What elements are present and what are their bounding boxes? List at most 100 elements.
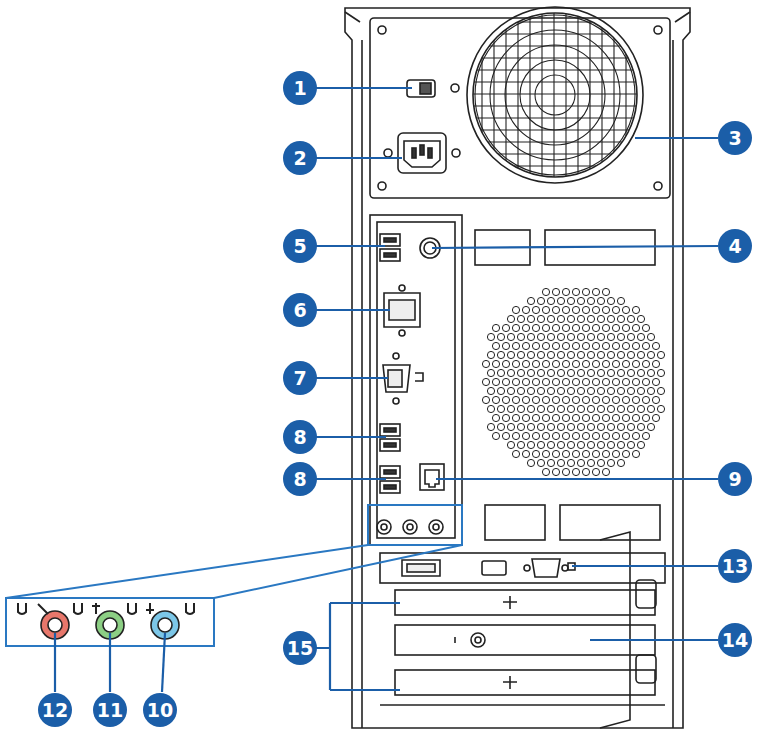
usb-tongue — [384, 470, 396, 474]
vent-hole — [582, 288, 589, 295]
vent-hole — [517, 387, 524, 394]
screw — [399, 285, 405, 291]
vent-hole — [562, 342, 569, 349]
vent-hole — [602, 450, 609, 457]
vent-hole — [612, 378, 619, 385]
vent-hole — [617, 297, 624, 304]
vent-hole — [492, 324, 499, 331]
vent-hole — [622, 378, 629, 385]
vent-hole — [552, 342, 559, 349]
vent-hole — [592, 450, 599, 457]
vent-hole — [657, 405, 664, 412]
vent-hole — [567, 423, 574, 430]
vent-hole — [522, 306, 529, 313]
vent-hole — [602, 414, 609, 421]
hdmi-port — [482, 561, 506, 575]
vent-hole — [572, 324, 579, 331]
vent-hole — [582, 468, 589, 475]
vent-hole — [557, 369, 564, 376]
vent-hole — [512, 378, 519, 385]
callout-number: 8 — [283, 462, 317, 496]
vent-hole — [552, 288, 559, 295]
vent-hole — [577, 405, 584, 412]
io-shield — [370, 215, 462, 545]
leader-line — [162, 633, 165, 692]
vent-hole — [587, 351, 594, 358]
vent-grille — [482, 288, 664, 475]
fan-wire — [481, 5, 482, 185]
vent-hole — [567, 441, 574, 448]
fan-wire — [493, 5, 494, 185]
vent-hole — [602, 360, 609, 367]
vent-hole — [507, 405, 514, 412]
callout-number: 5 — [283, 229, 317, 263]
power-socket — [398, 133, 446, 173]
audio-jack-hole — [48, 618, 62, 632]
vent-hole — [552, 396, 559, 403]
leader-line — [432, 246, 718, 248]
screw — [452, 149, 460, 157]
vent-hole — [597, 423, 604, 430]
callout-number: 4 — [718, 229, 752, 263]
vent-hole — [542, 306, 549, 313]
audio-jack — [403, 520, 417, 534]
vent-hole — [497, 387, 504, 394]
vent-hole — [627, 441, 634, 448]
vent-hole — [562, 324, 569, 331]
vent-hole — [572, 414, 579, 421]
case-rail — [361, 40, 363, 728]
screw — [562, 565, 568, 571]
vent-hole — [632, 396, 639, 403]
fan-wire — [465, 93, 645, 94]
vent-hole — [547, 333, 554, 340]
vent-hole — [607, 315, 614, 322]
vent-hole — [612, 306, 619, 313]
usb-port — [380, 249, 400, 261]
fan-wire — [517, 5, 518, 185]
callout-number: 10 — [143, 693, 177, 727]
vent-hole — [587, 423, 594, 430]
vent-hole — [617, 333, 624, 340]
usb-port — [380, 481, 400, 493]
vent-hole — [507, 369, 514, 376]
audio-highlight — [368, 505, 462, 545]
vent-hole — [557, 441, 564, 448]
fan-wire — [465, 33, 645, 34]
callout-number: 15 — [283, 631, 317, 665]
leader-line — [436, 478, 718, 480]
vent-hole — [617, 423, 624, 430]
vent-hole — [627, 387, 634, 394]
vent-hole — [497, 423, 504, 430]
vent-hole — [572, 450, 579, 457]
vent-hole — [527, 315, 534, 322]
fan-wire — [601, 5, 602, 185]
fan-wire — [541, 5, 542, 185]
fan-ring — [475, 15, 635, 175]
vent-hole — [562, 414, 569, 421]
vent-hole — [597, 315, 604, 322]
usb-tongue — [384, 428, 396, 432]
vent-hole — [622, 396, 629, 403]
vent-hole — [592, 414, 599, 421]
vent-hole — [647, 351, 654, 358]
slot-cover-mark — [503, 596, 517, 609]
vent-hole — [642, 342, 649, 349]
vent-hole — [552, 414, 559, 421]
vent-hole — [587, 369, 594, 376]
vent-hole — [562, 468, 569, 475]
vent-hole — [587, 297, 594, 304]
vent-hole — [642, 378, 649, 385]
vent-hole — [532, 306, 539, 313]
screw — [378, 26, 386, 34]
vent-hole — [602, 306, 609, 313]
vent-hole — [577, 351, 584, 358]
vent-hole — [542, 378, 549, 385]
vent-hole — [607, 459, 614, 466]
vent-hole — [632, 342, 639, 349]
vent-hole — [512, 432, 519, 439]
vent-hole — [612, 414, 619, 421]
vent-hole — [602, 324, 609, 331]
fan-wire — [465, 177, 645, 178]
vent-hole — [497, 333, 504, 340]
vent-hole — [487, 423, 494, 430]
